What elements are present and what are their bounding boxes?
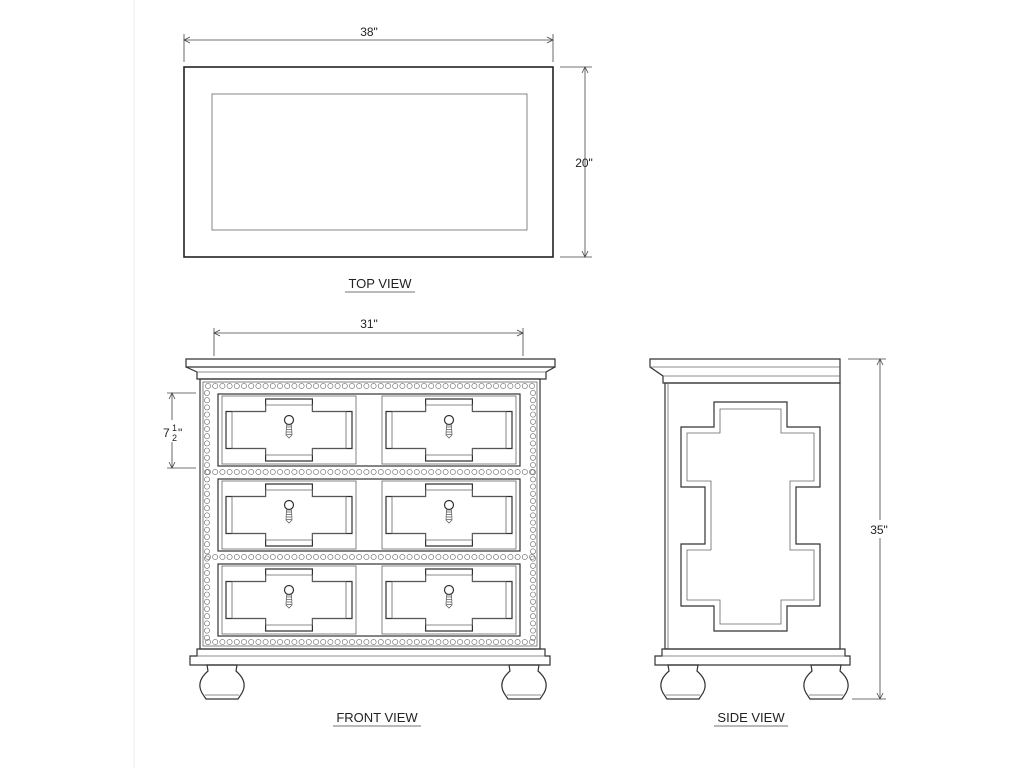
drawer-panel bbox=[221, 480, 357, 550]
side-panel bbox=[664, 382, 841, 650]
side-foot-left bbox=[660, 664, 706, 700]
drawer-height-whole: 7 bbox=[163, 426, 170, 440]
front-carcass bbox=[199, 378, 541, 650]
drawer-panel bbox=[381, 480, 517, 550]
front-base bbox=[189, 648, 551, 666]
front-foot-left bbox=[199, 664, 245, 700]
side-cross-panel bbox=[680, 401, 821, 632]
side-foot-right bbox=[803, 664, 849, 700]
front-view: 31" 7 1 2 " bbox=[158, 317, 556, 727]
drawer bbox=[217, 478, 521, 552]
drawer-pull-icon bbox=[283, 414, 295, 426]
drawers bbox=[217, 393, 521, 637]
drawer-pull-icon bbox=[283, 499, 295, 511]
drawer bbox=[217, 393, 521, 467]
drawer bbox=[217, 563, 521, 637]
total-height-dimension: 35" bbox=[848, 358, 896, 700]
drawer-pull-icon bbox=[443, 584, 455, 596]
side-view: 35" SIDE VIEW bbox=[649, 358, 896, 727]
front-width-dimension: 31" bbox=[213, 317, 524, 356]
drawer-pull-icon bbox=[443, 414, 455, 426]
front-view-label: FRONT VIEW bbox=[336, 710, 418, 725]
drawer-panel bbox=[381, 395, 517, 465]
drawer-height-num: 1 bbox=[172, 423, 177, 433]
front-top-moulding bbox=[185, 358, 556, 380]
front-width-label: 31" bbox=[360, 317, 378, 331]
top-width-dimension: 38" bbox=[183, 25, 554, 62]
drawer-pull-icon bbox=[283, 584, 295, 596]
top-view-label: TOP VIEW bbox=[348, 276, 412, 291]
front-foot-right bbox=[501, 664, 547, 700]
top-inset bbox=[211, 93, 528, 231]
top-outline bbox=[183, 66, 554, 258]
top-depth-dimension: 20" bbox=[560, 66, 593, 258]
drawer-height-unit: " bbox=[178, 426, 182, 440]
drawer-panel bbox=[381, 565, 517, 635]
nailhead-trim bbox=[204, 383, 536, 645]
top-view: 38" 20" TOP VIEW bbox=[183, 25, 593, 293]
top-width-label: 38" bbox=[360, 25, 378, 39]
total-height-label: 35" bbox=[870, 523, 888, 537]
drawer-height-den: 2 bbox=[172, 433, 177, 443]
side-top-moulding bbox=[649, 358, 841, 384]
drawer-height-dimension: 7 1 2 " bbox=[158, 392, 196, 469]
drawer-panel bbox=[221, 565, 357, 635]
side-base bbox=[654, 648, 851, 666]
drawer-panel bbox=[221, 395, 357, 465]
side-view-label: SIDE VIEW bbox=[717, 710, 785, 725]
drawer-pull-icon bbox=[443, 499, 455, 511]
top-depth-label: 20" bbox=[575, 156, 593, 170]
